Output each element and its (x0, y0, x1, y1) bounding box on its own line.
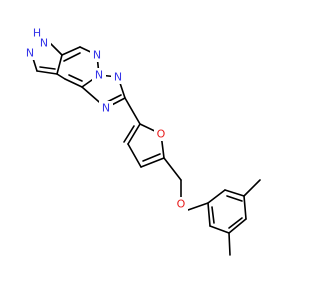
bond (106, 94, 122, 103)
structure-svg: H N N N N N N O O (23, 26, 261, 256)
label-bg (174, 197, 188, 211)
bond (124, 97, 141, 125)
bond (209, 225, 230, 234)
bond (228, 218, 247, 234)
bond (127, 143, 142, 168)
label-bg (111, 70, 125, 84)
bond (56, 54, 63, 75)
molecule-diagram: H N N N N N N O O (23, 26, 261, 256)
oxygen-label-ether: O (177, 198, 186, 211)
nitrogen-label-pyrimidine: N (93, 49, 101, 62)
nitrogen-label-pyrazole: N (26, 47, 34, 60)
label-bg (92, 68, 106, 82)
bond (163, 157, 182, 181)
bond (127, 123, 141, 145)
bond (39, 66, 56, 70)
bond (228, 217, 243, 229)
nitrogen-label-fused: N (95, 69, 103, 82)
bond (63, 52, 81, 62)
label-bg (99, 101, 113, 115)
bond (243, 179, 261, 197)
bond (187, 202, 209, 211)
bond (243, 195, 247, 220)
oxygen-label-furan: O (157, 128, 166, 141)
nitrogen-label-nh: N (40, 37, 48, 50)
bond (207, 202, 211, 227)
bond (64, 78, 83, 88)
label-bg (23, 46, 37, 60)
bond (226, 195, 243, 202)
label-bg (90, 48, 104, 62)
bond (140, 157, 165, 168)
bond (228, 232, 231, 256)
label-bg (154, 127, 168, 141)
bond (123, 125, 135, 143)
bond (68, 74, 83, 82)
bond (61, 46, 81, 56)
bond (224, 189, 245, 197)
bond (56, 73, 66, 80)
bond (36, 70, 58, 75)
nitrogen-label-triazole-top: N (114, 71, 122, 84)
nitrogen-label-triazole-bottom: N (102, 102, 110, 115)
bond (207, 189, 226, 204)
bond (142, 153, 161, 162)
label-bg (31, 28, 51, 48)
bond (211, 206, 215, 224)
hydrogen-label: H (33, 27, 41, 40)
